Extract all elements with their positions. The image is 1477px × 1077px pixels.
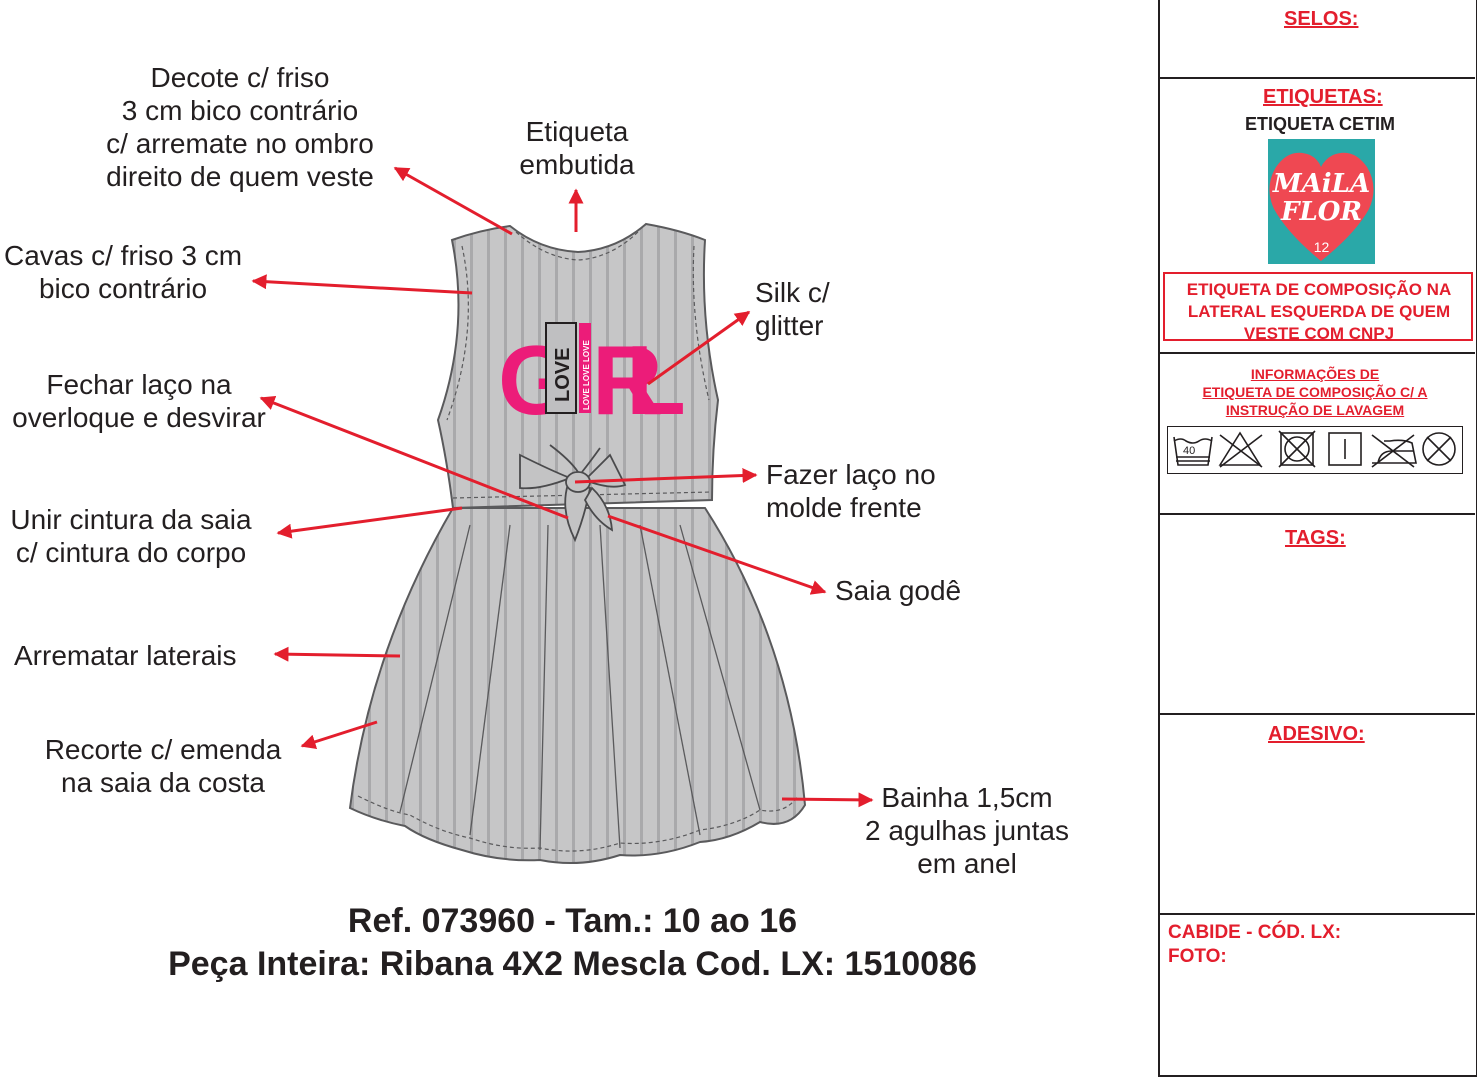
annotation-decote: Decote c/ friso 3 cm bico contrário c/ a… — [106, 62, 374, 192]
annotation-saia: Saia godê — [835, 575, 962, 606]
love-strip-text: LOVE LOVE LOVE — [582, 340, 591, 410]
fabric-line: Peça Inteira: Ribana 4X2 Mescla Cod. LX:… — [168, 945, 977, 983]
bow-knot — [519, 444, 627, 543]
composicao-box — [1163, 272, 1473, 341]
annotation-unir: Unir cintura da saia c/ cintura do corpo — [10, 504, 252, 568]
arrow-cavas — [251, 274, 473, 295]
annotation-fazer: Fazer laço no molde frente — [766, 459, 936, 523]
heart-icon — [1269, 152, 1374, 261]
care-icons-svg: 40 — [1173, 430, 1456, 468]
dress-skirt — [348, 507, 807, 865]
arrow-fechar — [259, 395, 569, 520]
annotation-etiqueta: Etiqueta embutida — [519, 116, 635, 180]
arrow-silk — [647, 310, 751, 386]
logo-flor: FLOR — [1281, 197, 1362, 227]
composicao-text: ETIQUETA DE COMPOSIÇÃO NA LATERAL ESQUER… — [1186, 280, 1452, 343]
arrow-recorte — [300, 720, 378, 750]
care-icons-box: 40 — [1167, 426, 1463, 474]
love-strip — [579, 323, 591, 413]
annotation-bainha: Bainha 1,5cm 2 agulhas juntas em anel — [865, 782, 1069, 879]
ref-line: Ref. 073960 - Tam.: 10 ao 16 — [347, 902, 798, 940]
adesivo-heading: ADESIVO: — [1268, 723, 1365, 745]
annotation-arrows — [251, 166, 874, 808]
divider — [1160, 713, 1475, 715]
annotation-recorte: Recorte c/ emenda na saia da costa — [44, 734, 282, 798]
cabide-label: CABIDE - CÓD. LX: — [1168, 922, 1342, 943]
line-dry-icon — [1328, 432, 1362, 466]
annotation-cavas: Cavas c/ friso 3 cm bico contrário — [3, 240, 243, 304]
no-bleach-icon — [1218, 431, 1263, 468]
arrow-arrematar — [273, 646, 401, 662]
annotation-arrematar: Arrematar laterais — [14, 640, 237, 671]
arrow-decote — [393, 166, 513, 236]
arrow-bainha — [781, 792, 874, 808]
logo-size: 12 — [1313, 239, 1330, 255]
logo-maila: MAiLA — [1272, 169, 1371, 199]
informacoes-text: INFORMAÇÕES DE ETIQUETA DE COMPOSIÇÃO C/… — [1202, 366, 1428, 418]
no-iron-icon — [1371, 434, 1417, 468]
divider — [1160, 77, 1475, 79]
love-box-text: LOVE — [552, 348, 574, 402]
arrow-fazer — [574, 468, 758, 484]
svg-text:40: 40 — [1183, 445, 1195, 457]
dress-bodice — [436, 222, 720, 510]
divider — [1160, 913, 1475, 915]
etiquetas-heading: ETIQUETAS: — [1263, 86, 1383, 108]
selos-heading: SELOS: — [1284, 8, 1359, 30]
no-dry-clean-icon — [1422, 432, 1456, 466]
etiqueta-cetim-label: ETIQUETA CETIM — [1245, 114, 1395, 134]
no-tumble-dry-icon — [1278, 430, 1316, 468]
love-box — [545, 322, 577, 414]
divider — [1160, 352, 1475, 354]
divider — [1160, 513, 1475, 515]
annotation-fechar: Fechar laço na overloque e desvirar — [12, 369, 266, 433]
print-letter-r: R — [592, 325, 663, 435]
foto-label: FOTO: — [1168, 946, 1227, 967]
arrow-saia — [607, 514, 827, 595]
wash-40-icon: 40 — [1173, 436, 1213, 466]
tags-heading: TAGS: — [1285, 527, 1346, 549]
girl-print: G LOVE LOVE LOVE LOVE R L — [498, 322, 686, 435]
annotation-silk: Silk c/ glitter — [755, 277, 830, 341]
arrow-unir — [276, 506, 463, 539]
brand-logo: MAiLA FLOR 12 — [1268, 139, 1375, 264]
